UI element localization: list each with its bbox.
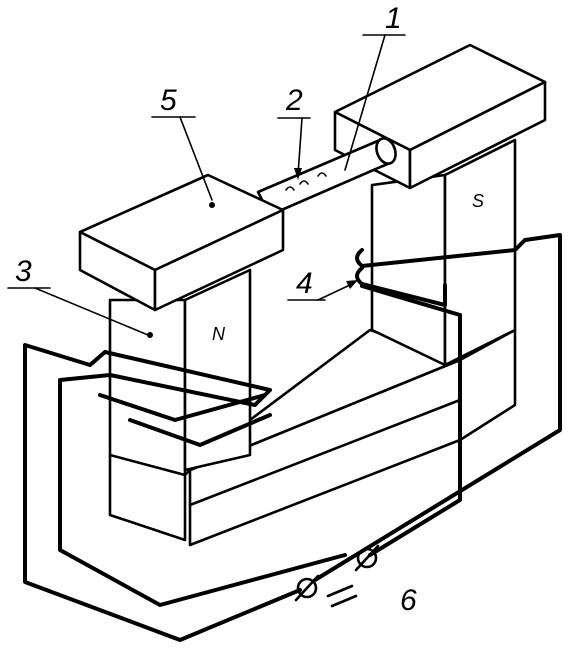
face-dot [209,202,215,208]
base-lamination-line [188,398,462,507]
left-pole-piece [78,173,285,312]
terminal-right [354,544,380,572]
leader-2-arrow [294,168,302,180]
leader-1 [344,34,386,171]
rod [256,137,397,217]
right-block-side [408,80,547,190]
left-pillar-side [183,268,252,472]
label-core: 3 [15,255,32,288]
left-coil [88,350,272,447]
outer-lead-left [23,343,302,642]
face-dot [147,332,153,338]
leader-2 [297,117,303,176]
left-lamination-line [108,453,187,477]
terminal-left [294,574,320,602]
leader-4-arrow [346,280,358,289]
left-coil-turn-3 [128,413,272,447]
right-coil [355,238,527,317]
leader-4 [317,283,353,301]
supply-wiring [23,233,562,642]
label-rod: 1 [385,2,402,35]
right-pillar [370,138,517,367]
leader-5 [179,116,213,201]
leader-3 [34,287,149,336]
gap-mark [299,180,309,185]
gap-mark [317,172,327,177]
left-block-side [153,208,285,312]
outer-lead-right [313,233,562,582]
pole-north-label: N [212,324,226,344]
label-coil: 4 [296,267,313,300]
leader-lines [7,34,406,336]
inner-lead-left [58,373,347,607]
gap-mark [285,186,295,191]
left-coil-turn-1 [88,350,272,407]
left-lamination-join [183,468,192,477]
right-pillar-front [370,173,447,367]
label-gap: 2 [285,84,303,117]
core-base [188,328,517,547]
rod-end [375,137,397,165]
right-coil-turn-2 [355,266,447,307]
pole-south-label: S [472,191,484,211]
label-supply: 6 [400,584,417,617]
right-coil-turn-3 [360,284,462,317]
left-coil-turn-2 [98,393,267,422]
label-pole-piece: 5 [160,84,177,117]
inner-lead-right [368,313,462,557]
dc-symbol [326,584,358,608]
